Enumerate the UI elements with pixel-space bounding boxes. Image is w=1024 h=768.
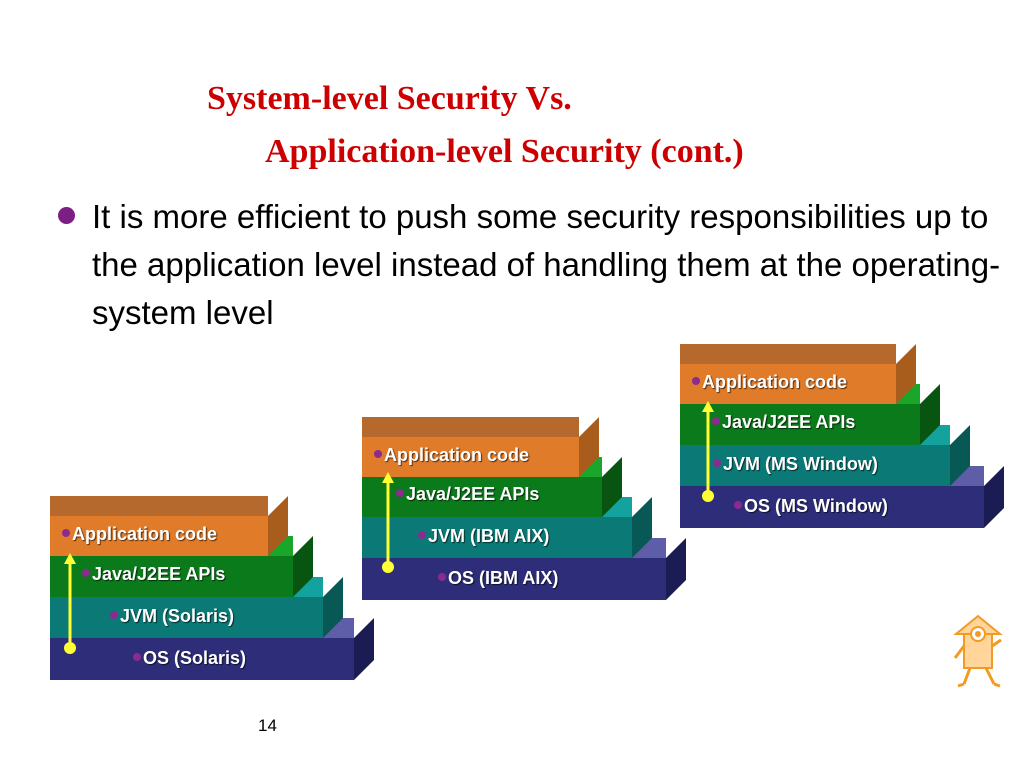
layer-dot-icon xyxy=(713,459,721,468)
layer-label: OS (Solaris) xyxy=(143,648,247,668)
layer-dot-icon xyxy=(734,501,742,510)
layer-dot-icon xyxy=(110,611,118,620)
layer-dot-icon xyxy=(418,531,426,540)
slide-title-line-2: Application-level Security (cont.) xyxy=(265,133,744,170)
layer-label: JVM (Solaris) xyxy=(120,606,235,626)
up-arrow-icon xyxy=(382,472,394,573)
up-arrow-icon xyxy=(64,553,76,654)
layer-dot-icon xyxy=(712,417,720,426)
layer-label: OS (IBM AIX) xyxy=(448,568,559,588)
layer-label: Java/J2EE APIs xyxy=(406,484,540,504)
navigation-mascot-icon[interactable] xyxy=(952,614,1004,688)
layer-label: OS (MS Window) xyxy=(744,496,888,516)
layer-dot-icon xyxy=(374,450,382,459)
layer-label: JVM (MS Window) xyxy=(723,454,878,474)
layer-dot-icon xyxy=(438,573,446,582)
layer-label: JVM (IBM AIX) xyxy=(428,526,550,546)
up-arrow-icon xyxy=(702,401,714,502)
layer-dot-icon xyxy=(133,653,141,662)
layer-dot-icon xyxy=(62,529,70,538)
layer-label: Application code xyxy=(702,372,848,392)
layer-dot-icon xyxy=(82,569,90,578)
slide-title-line-1: System-level Security Vs. xyxy=(207,80,572,117)
layer-label: Java/J2EE APIs xyxy=(722,412,856,432)
layer-label: Application code xyxy=(72,524,218,544)
page-number: 14 xyxy=(258,716,277,735)
layer-dot-icon xyxy=(692,377,700,386)
bullet-text: It is more efficient to push some securi… xyxy=(92,198,1001,331)
layer-label: Application code xyxy=(384,445,530,465)
layer-label: Java/J2EE APIs xyxy=(92,564,226,584)
layer-dot-icon xyxy=(396,489,404,498)
bullet-icon xyxy=(58,207,75,224)
